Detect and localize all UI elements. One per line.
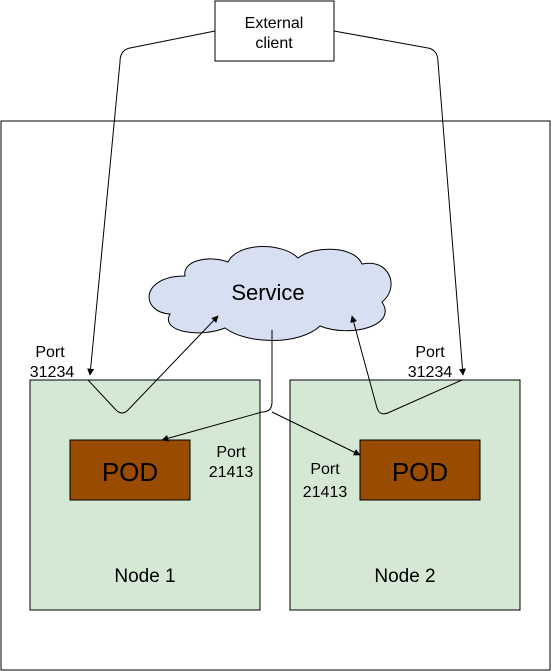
edge-client-to-node-1-port: [87, 30, 216, 376]
node-1-pod-port-label-line2: 21413: [209, 464, 254, 481]
node-1-label: Node 1: [114, 566, 175, 587]
service-cloud-shape: [148, 246, 392, 341]
edge-node-2-port-to-service: [350, 315, 463, 415]
external-client-label-line1: External: [245, 15, 304, 32]
edge-service-to-node-1-pod: [161, 330, 273, 442]
node-1-pod-label: POD: [102, 457, 158, 487]
node-1-port-label-line2: 31234: [30, 364, 75, 381]
node-2-port-label-line2: 31234: [408, 364, 453, 381]
node-1: POD Node 1: [29, 379, 261, 611]
service-cloud: Service: [148, 246, 392, 341]
node-2-pod-label: POD: [392, 457, 448, 487]
edge-service-to-node-2-pod: [271, 411, 361, 456]
service-label: Service: [231, 280, 304, 305]
node-1-pod: [69, 439, 191, 501]
edge-client-to-node-2-port: [333, 30, 466, 376]
external-client: External client: [214, 0, 335, 62]
node-2-port-label-line1: Port: [415, 344, 445, 361]
node-2-pod-port-label-line1: Port: [310, 461, 340, 478]
node-1-pod-port-label: Port 21413: [209, 444, 254, 481]
edge-node-1-port-to-service: [87, 315, 219, 414]
external-client-label-line2: client: [255, 35, 293, 52]
node-2-pod: [359, 439, 481, 501]
node-2-pod-port-label-line2: 21413: [303, 484, 348, 501]
node-2-pod-port-label: Port 21413: [303, 461, 348, 501]
node-2-label: Node 2: [374, 566, 435, 587]
node-1-port-label: Port 31234: [30, 344, 75, 381]
node-1-pod-port-label-line1: Port: [216, 444, 246, 461]
node-2: POD Node 2: [289, 379, 521, 611]
external-client-box: [214, 0, 335, 62]
node-2-port-label: Port 31234: [408, 344, 453, 381]
node-1-port-label-line1: Port: [35, 344, 65, 361]
